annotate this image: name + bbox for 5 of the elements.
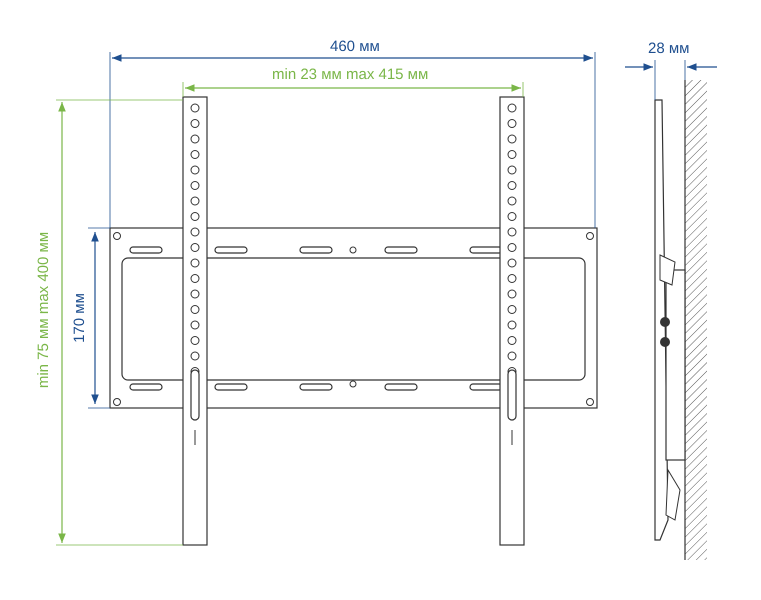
dimension-label: min 75 мм max 400 мм: [35, 232, 54, 388]
dimension-label: 170 мм: [70, 293, 89, 343]
dimension-label: 28 мм: [648, 40, 690, 58]
dimension-label: min 23 мм max 415 мм: [272, 66, 428, 84]
dimension-label: 460 мм: [330, 38, 380, 56]
